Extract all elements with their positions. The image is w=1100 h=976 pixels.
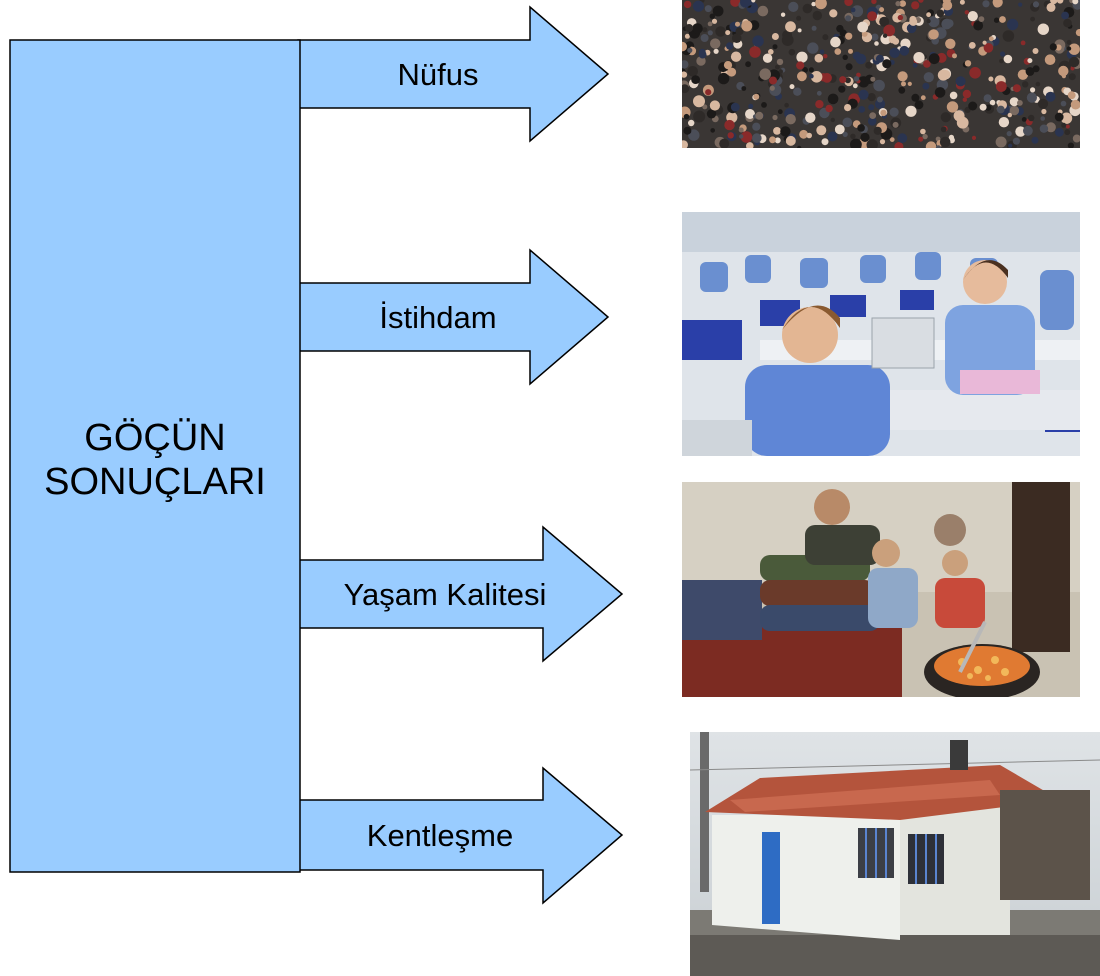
arrow-kentlesme: Kentleşme [297,766,624,905]
shanty-house-photo [690,732,1100,976]
arrow-istihdam: İstihdam [297,248,610,386]
textile-workers-photo [682,212,1080,456]
main-box: GÖÇÜN SONUÇLARI [9,39,301,873]
main-box-title-line2: SONUÇLARI [44,461,266,503]
crowd-photo [682,0,1080,148]
poor-family-photo [682,482,1080,697]
arrow-nufus: Nüfus [297,5,610,143]
arrow-label-yasam-kalitesi: Yaşam Kalitesi [344,577,547,612]
arrow-label-istihdam: İstihdam [379,300,496,335]
arrow-yasam-kalitesi: Yaşam Kalitesi [297,525,624,663]
arrow-label-nufus: Nüfus [398,57,479,92]
main-box-title-line1: GÖÇÜN [84,417,225,459]
arrow-label-kentlesme: Kentleşme [367,818,513,853]
